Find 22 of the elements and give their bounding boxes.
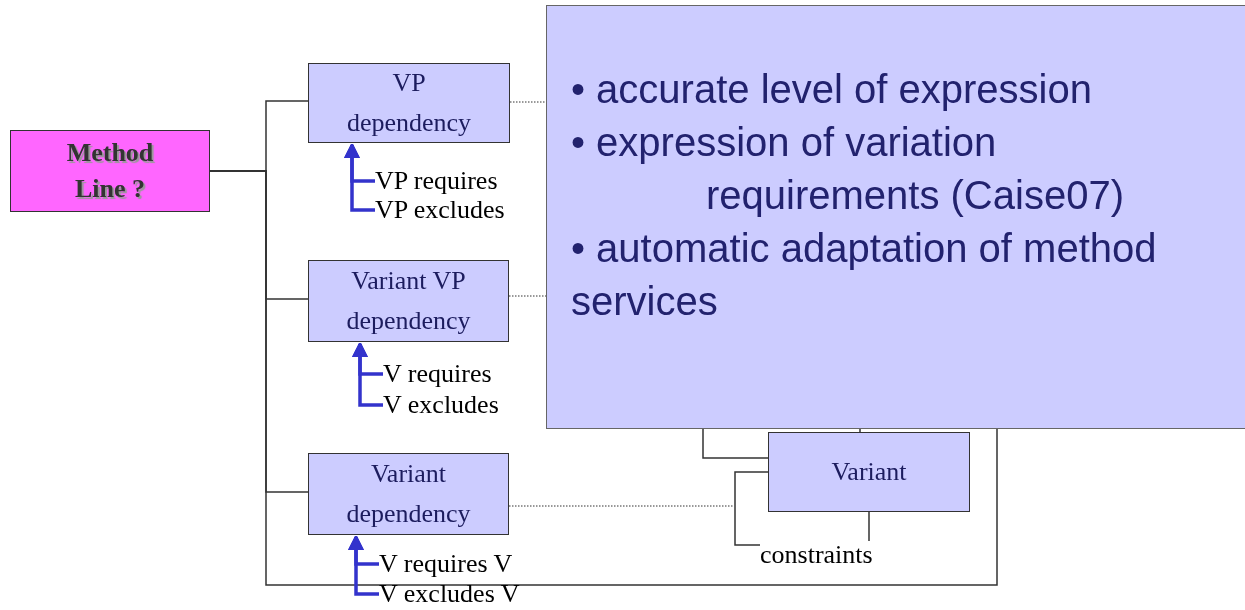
dotted-line [508, 295, 547, 297]
dotted-line [509, 101, 547, 103]
bullet-text: • accurate level of expression [571, 66, 1093, 113]
process-box: VP dependency [308, 63, 510, 143]
process-box: Variant VP dependency [308, 260, 509, 342]
arrow [344, 142, 375, 212]
title-box: Method Line ? [10, 130, 210, 212]
dotted-line [508, 505, 734, 507]
dependency-label: VP excludes [375, 195, 505, 225]
arrow [352, 341, 383, 407]
dependency-label: V excludes V [379, 579, 520, 609]
process-box: Variant [768, 432, 970, 512]
dependency-label: V excludes [383, 390, 499, 420]
note-panel [546, 5, 1245, 429]
dependency-label: VP requires [375, 166, 498, 196]
dependency-label: V requires [383, 359, 492, 389]
connector-line [702, 428, 769, 459]
process-box: Variant dependency [308, 453, 509, 535]
bullet-text: • automatic adaptation of method services [571, 225, 1158, 325]
dependency-label: V requires V [379, 549, 513, 579]
arrow [348, 534, 379, 596]
bullet-text: • expression of variation requirements (Caise07) [571, 119, 1125, 219]
